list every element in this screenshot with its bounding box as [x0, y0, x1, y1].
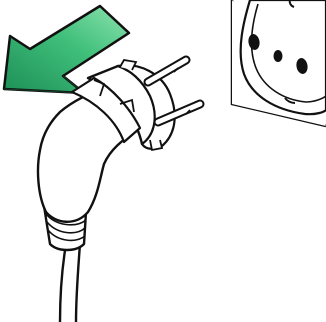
wall-socket-schuko-icon: [232, 0, 326, 126]
power-cable-icon: [60, 244, 80, 322]
